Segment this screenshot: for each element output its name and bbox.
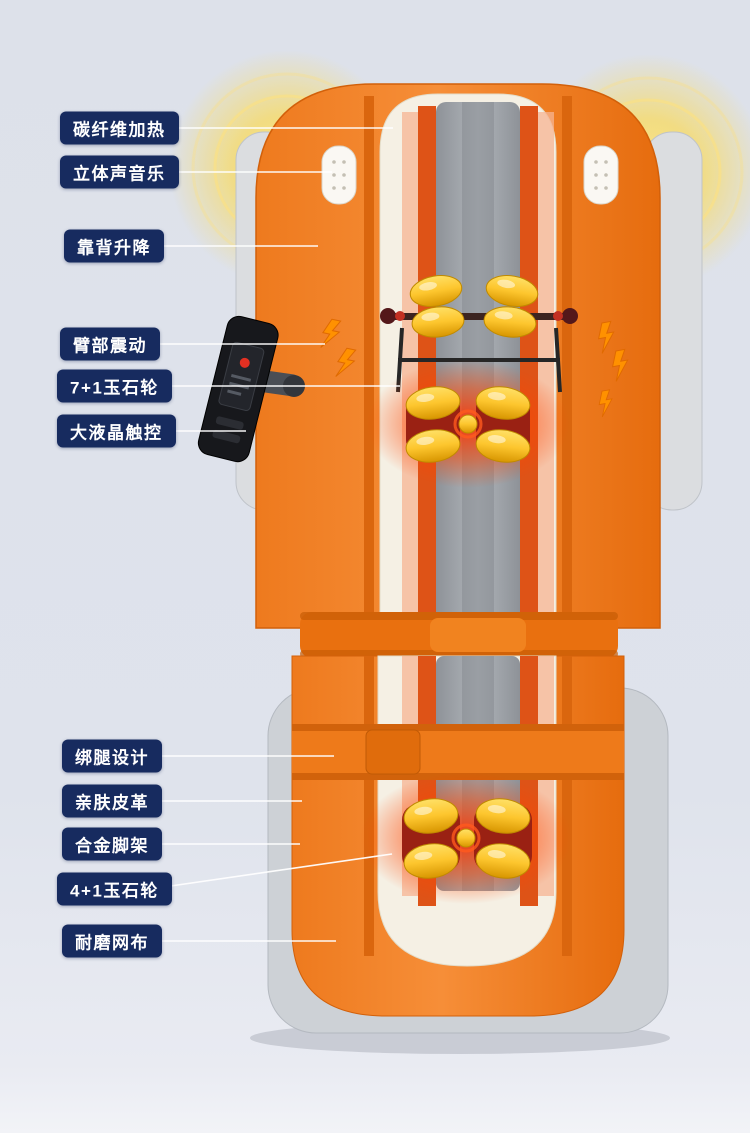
callout-leg-strap-design: 绑腿设计 — [62, 739, 162, 773]
speaker-right-icon — [583, 145, 619, 205]
callout-skin-friendly-leather: 亲肤皮革 — [62, 784, 162, 818]
backrest-center-panel — [379, 93, 557, 629]
callout-7plus1-jade-rollers: 7+1玉石轮 — [57, 369, 172, 403]
callout-backrest-lift: 靠背升降 — [64, 229, 164, 263]
leader-lines — [149, 127, 400, 942]
vibration-bolt-icons-left — [320, 318, 357, 377]
leg-strap — [292, 724, 624, 780]
leg-roller-assembly — [360, 772, 572, 904]
speaker-left-icon — [321, 145, 357, 205]
callout-alloy-foot-stand: 合金脚架 — [62, 827, 162, 861]
callout-arm-vibration: 臂部震动 — [60, 327, 160, 361]
remote-control — [197, 315, 279, 463]
callout-4plus1-jade-rollers: 4+1玉石轮 — [57, 872, 172, 906]
back-roller-assembly — [366, 360, 570, 488]
callout-wear-resistant-mesh: 耐磨网布 — [62, 924, 162, 958]
callout-carbon-fiber-heating: 碳纤维加热 — [60, 111, 179, 145]
fold-hinge — [300, 612, 618, 658]
vibration-bolt-icons-right — [597, 320, 629, 418]
callout-lcd-touch-remote: 大液晶触控 — [57, 414, 176, 448]
callout-stereo-music: 立体声音乐 — [60, 155, 179, 189]
